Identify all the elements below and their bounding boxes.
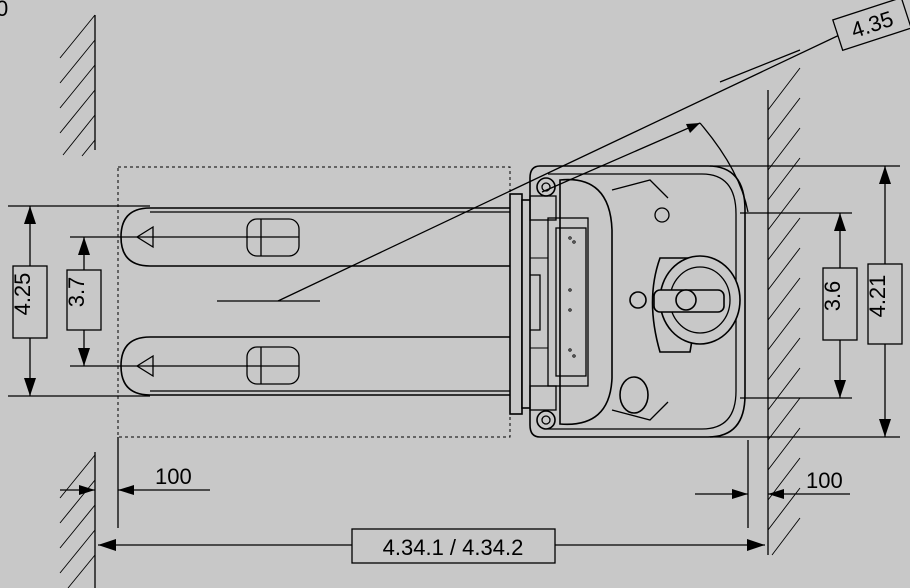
clearance-right-label: 100: [806, 468, 843, 493]
clearance-left-dim: [60, 485, 210, 495]
wall-top-left: [59, 14, 96, 157]
chassis-inner-label: 3.6: [820, 281, 845, 312]
fork-spread-outer-box: [12, 265, 48, 339]
clearance-right-dim: [695, 489, 850, 499]
chassis-width-label: 4.21: [865, 275, 890, 318]
fork-spread-inner-box: [66, 269, 102, 331]
wall-right: [767, 67, 801, 556]
turning-radius: [277, 29, 851, 302]
angle-label-box: [831, 0, 910, 52]
angle-label: 4.35: [848, 6, 896, 43]
clearance-left-label: 100: [155, 464, 192, 489]
corner-label: 0: [0, 0, 8, 21]
wall-bottom-left: [59, 452, 96, 588]
chassis-inner-box: [822, 267, 858, 341]
truck-chassis: [509, 165, 746, 438]
chassis-width-dim: [710, 165, 900, 438]
aisle-width-box: [351, 528, 556, 564]
aisle-width-label: 4.34.1 / 4.34.2: [383, 535, 524, 560]
fork-spread-outer-label: 4.25: [10, 273, 35, 316]
fork-lower: [120, 336, 519, 396]
pallet-outline: [117, 166, 511, 438]
fork-spread-inner-label: 3.7: [64, 277, 89, 308]
chassis-width-box: [867, 263, 903, 345]
